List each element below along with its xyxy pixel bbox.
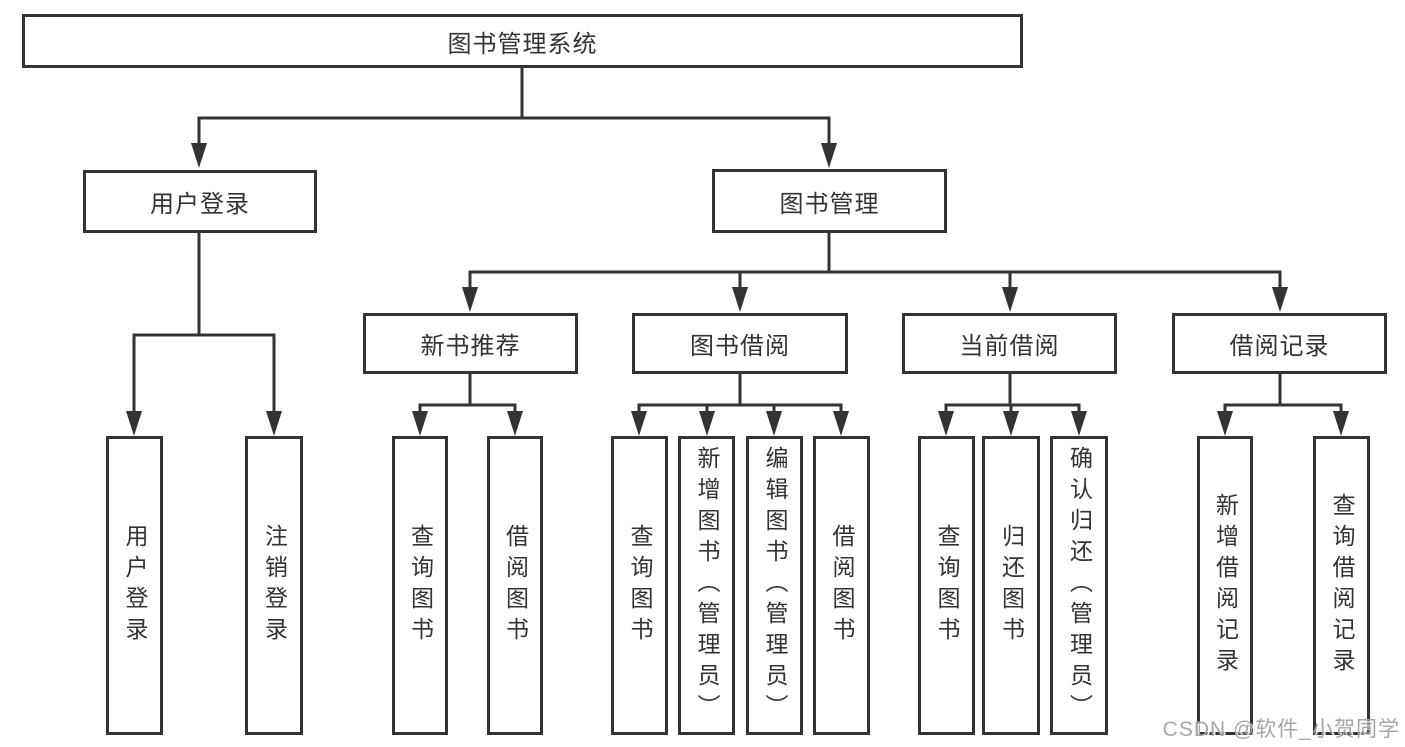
node-borrowing-records: 借阅记录: [1172, 313, 1387, 374]
arrowhead-icon: [1333, 411, 1349, 436]
arrowhead-icon: [699, 411, 715, 436]
node-label: 用户登录: [122, 523, 148, 648]
node-label: 查询图书: [934, 523, 960, 648]
node-label: 图书管理系统: [447, 30, 598, 58]
node-label: 新增图书（管理员）: [694, 446, 720, 725]
node-label: 编辑图书（管理员）: [762, 446, 788, 725]
arrowhead-icon: [1071, 411, 1087, 436]
arrowhead-icon: [631, 411, 647, 436]
node-label: 借阅图书: [829, 523, 855, 648]
node-label: 归还图书: [998, 523, 1025, 648]
arrowhead-icon: [1272, 287, 1288, 312]
arrowhead-icon: [732, 287, 748, 312]
node-label: 确认归还（管理员）: [1066, 446, 1093, 725]
leaf-bb-edit-books-admin: 编辑图书（管理员）: [746, 436, 803, 735]
node-user-login: 用户登录: [83, 170, 317, 233]
node-label: 图书借阅: [690, 333, 790, 360]
arrowhead-icon: [126, 411, 142, 436]
csdn-watermark: CSDN @软件_小贺同学: [1162, 718, 1400, 741]
leaf-br-query-record: 查询借阅记录: [1313, 436, 1370, 735]
leaf-user-login: 用户登录: [106, 436, 163, 735]
node-book-management: 图书管理: [712, 169, 947, 233]
arrowhead-icon: [1217, 411, 1233, 436]
node-library-system: 图书管理系统: [22, 14, 1023, 68]
leaf-br-add-record: 新增借阅记录: [1197, 436, 1253, 735]
arrowhead-icon: [766, 411, 782, 436]
arrowhead-icon: [833, 411, 849, 436]
arrowhead-icon: [412, 411, 428, 436]
leaf-bb-borrow-books: 借阅图书: [813, 436, 870, 735]
node-current-borrowing: 当前借阅: [902, 313, 1117, 374]
node-new-book-recommend: 新书推荐: [363, 313, 578, 374]
arrowhead-icon: [191, 143, 207, 168]
arrowhead-icon: [1003, 411, 1019, 436]
node-label: 新书推荐: [420, 333, 521, 360]
node-label: 查询图书: [407, 523, 434, 648]
arrowhead-icon: [1002, 287, 1018, 312]
node-label: 借阅图书: [502, 523, 529, 648]
arrowhead-icon: [507, 411, 523, 436]
leaf-bb-add-books-admin: 新增图书（管理员）: [678, 436, 735, 735]
node-label: 新增借阅记录: [1212, 492, 1239, 679]
leaf-nb-borrow-books: 借阅图书: [487, 436, 543, 735]
node-label: 用户登录: [150, 191, 250, 218]
arrowhead-icon: [462, 287, 478, 312]
node-label: 借阅记录: [1229, 333, 1330, 360]
arrowhead-icon: [938, 411, 954, 436]
node-label: 注销登录: [261, 523, 288, 648]
node-label: 查询图书: [627, 523, 653, 648]
leaf-cb-confirm-return-admin: 确认归还（管理员）: [1050, 436, 1108, 735]
node-label: 查询借阅记录: [1329, 492, 1355, 679]
leaf-nb-query-books: 查询图书: [392, 436, 448, 735]
node-book-borrowing: 图书借阅: [632, 313, 848, 374]
leaf-cb-query-books: 查询图书: [918, 436, 975, 735]
leaf-bb-query-books: 查询图书: [611, 436, 668, 735]
leaf-cb-return-books: 归还图书: [982, 436, 1040, 735]
arrowhead-icon: [266, 411, 282, 436]
node-label: 当前借阅: [959, 333, 1060, 360]
node-label: 图书管理: [779, 190, 880, 218]
arrowhead-icon: [821, 143, 837, 168]
leaf-logout: 注销登录: [245, 436, 303, 735]
